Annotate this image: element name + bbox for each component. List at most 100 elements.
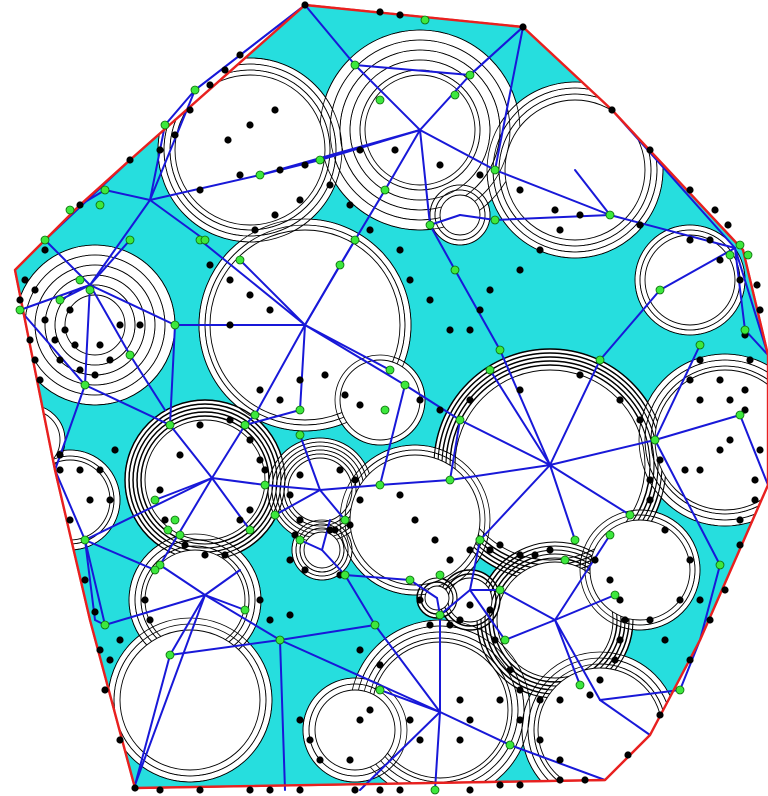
green-node	[456, 416, 464, 424]
black-node	[286, 611, 293, 618]
black-node	[296, 786, 303, 793]
black-node	[446, 326, 453, 333]
green-node	[76, 276, 84, 284]
green-node	[436, 611, 444, 619]
black-node	[646, 476, 653, 483]
green-node	[171, 516, 179, 524]
black-node	[296, 516, 303, 523]
black-node	[706, 236, 713, 243]
cyan-gap-regions	[0, 5, 768, 796]
black-node	[276, 166, 283, 173]
black-node	[396, 786, 403, 793]
green-node	[436, 571, 444, 579]
black-node	[76, 466, 83, 473]
black-node	[576, 211, 583, 218]
black-node	[656, 711, 663, 718]
black-node	[66, 306, 73, 313]
black-node	[56, 451, 63, 458]
green-node	[296, 536, 304, 544]
black-node	[696, 466, 703, 473]
black-node	[51, 336, 58, 343]
black-node	[276, 396, 283, 403]
black-node	[746, 356, 753, 363]
black-node	[519, 23, 526, 30]
black-node	[736, 541, 743, 548]
green-node	[236, 256, 244, 264]
black-node	[356, 401, 363, 408]
black-node	[116, 636, 123, 643]
black-node	[56, 466, 63, 473]
black-node	[516, 686, 523, 693]
black-node	[171, 131, 178, 138]
black-node	[366, 706, 373, 713]
disk	[590, 520, 690, 620]
green-node	[296, 406, 304, 414]
black-node	[326, 526, 333, 533]
black-node	[608, 106, 615, 113]
black-node	[221, 66, 228, 73]
green-node	[696, 341, 704, 349]
green-node	[16, 306, 24, 314]
black-node	[466, 326, 473, 333]
black-node	[396, 11, 403, 18]
black-node	[301, 1, 308, 8]
black-node	[96, 646, 103, 653]
black-node	[751, 496, 758, 503]
black-node	[396, 491, 403, 498]
green-node	[276, 636, 284, 644]
green-node	[341, 571, 349, 579]
black-node	[91, 371, 98, 378]
green-node	[381, 406, 389, 414]
green-node	[496, 586, 504, 594]
black-node	[581, 776, 588, 783]
black-node	[181, 541, 188, 548]
green-node	[606, 211, 614, 219]
black-node	[686, 376, 693, 383]
black-node	[466, 546, 473, 553]
black-node	[686, 556, 693, 563]
green-node	[351, 236, 359, 244]
black-node	[646, 496, 653, 503]
black-node	[536, 736, 543, 743]
black-node	[96, 341, 103, 348]
black-node	[496, 781, 503, 788]
black-node	[724, 221, 731, 228]
black-node	[351, 786, 358, 793]
black-node	[196, 421, 203, 428]
black-node	[346, 201, 353, 208]
black-node	[756, 306, 763, 313]
black-node	[31, 356, 38, 363]
green-node	[56, 296, 64, 304]
green-node	[341, 516, 349, 524]
black-node	[256, 386, 263, 393]
green-node	[41, 236, 49, 244]
black-node	[576, 371, 583, 378]
black-node	[556, 696, 563, 703]
black-node	[61, 326, 68, 333]
black-node	[741, 386, 748, 393]
black-node	[161, 516, 168, 523]
black-node	[256, 456, 263, 463]
black-node	[696, 356, 703, 363]
black-node	[116, 736, 123, 743]
black-node	[716, 446, 723, 453]
black-node	[696, 396, 703, 403]
black-node	[206, 261, 213, 268]
black-node	[226, 276, 233, 283]
black-node	[266, 786, 273, 793]
green-node	[386, 366, 394, 374]
black-node	[366, 226, 373, 233]
green-node	[161, 121, 169, 129]
black-node	[506, 666, 513, 673]
black-node	[406, 276, 413, 283]
black-node	[476, 306, 483, 313]
green-node	[241, 421, 249, 429]
black-node	[516, 551, 523, 558]
disk	[315, 690, 395, 770]
black-node	[96, 466, 103, 473]
green-node	[376, 686, 384, 694]
green-node	[491, 216, 499, 224]
black-node	[736, 276, 743, 283]
black-node	[466, 396, 473, 403]
black-node	[376, 786, 383, 793]
